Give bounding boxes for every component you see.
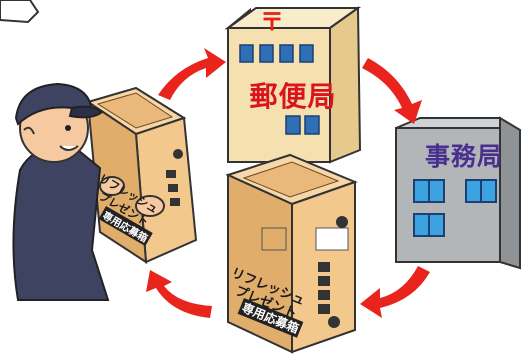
arrow-to-box bbox=[360, 266, 430, 318]
office-label: 事務局 bbox=[405, 137, 523, 173]
arrow-to-post-office bbox=[158, 48, 226, 100]
postal-mark-icon: 〒 bbox=[258, 2, 286, 37]
corner-paper bbox=[0, 0, 38, 22]
arrow-to-person bbox=[146, 270, 212, 318]
arrow-to-office bbox=[362, 58, 422, 124]
post-office-label: 郵便局 bbox=[238, 75, 348, 115]
